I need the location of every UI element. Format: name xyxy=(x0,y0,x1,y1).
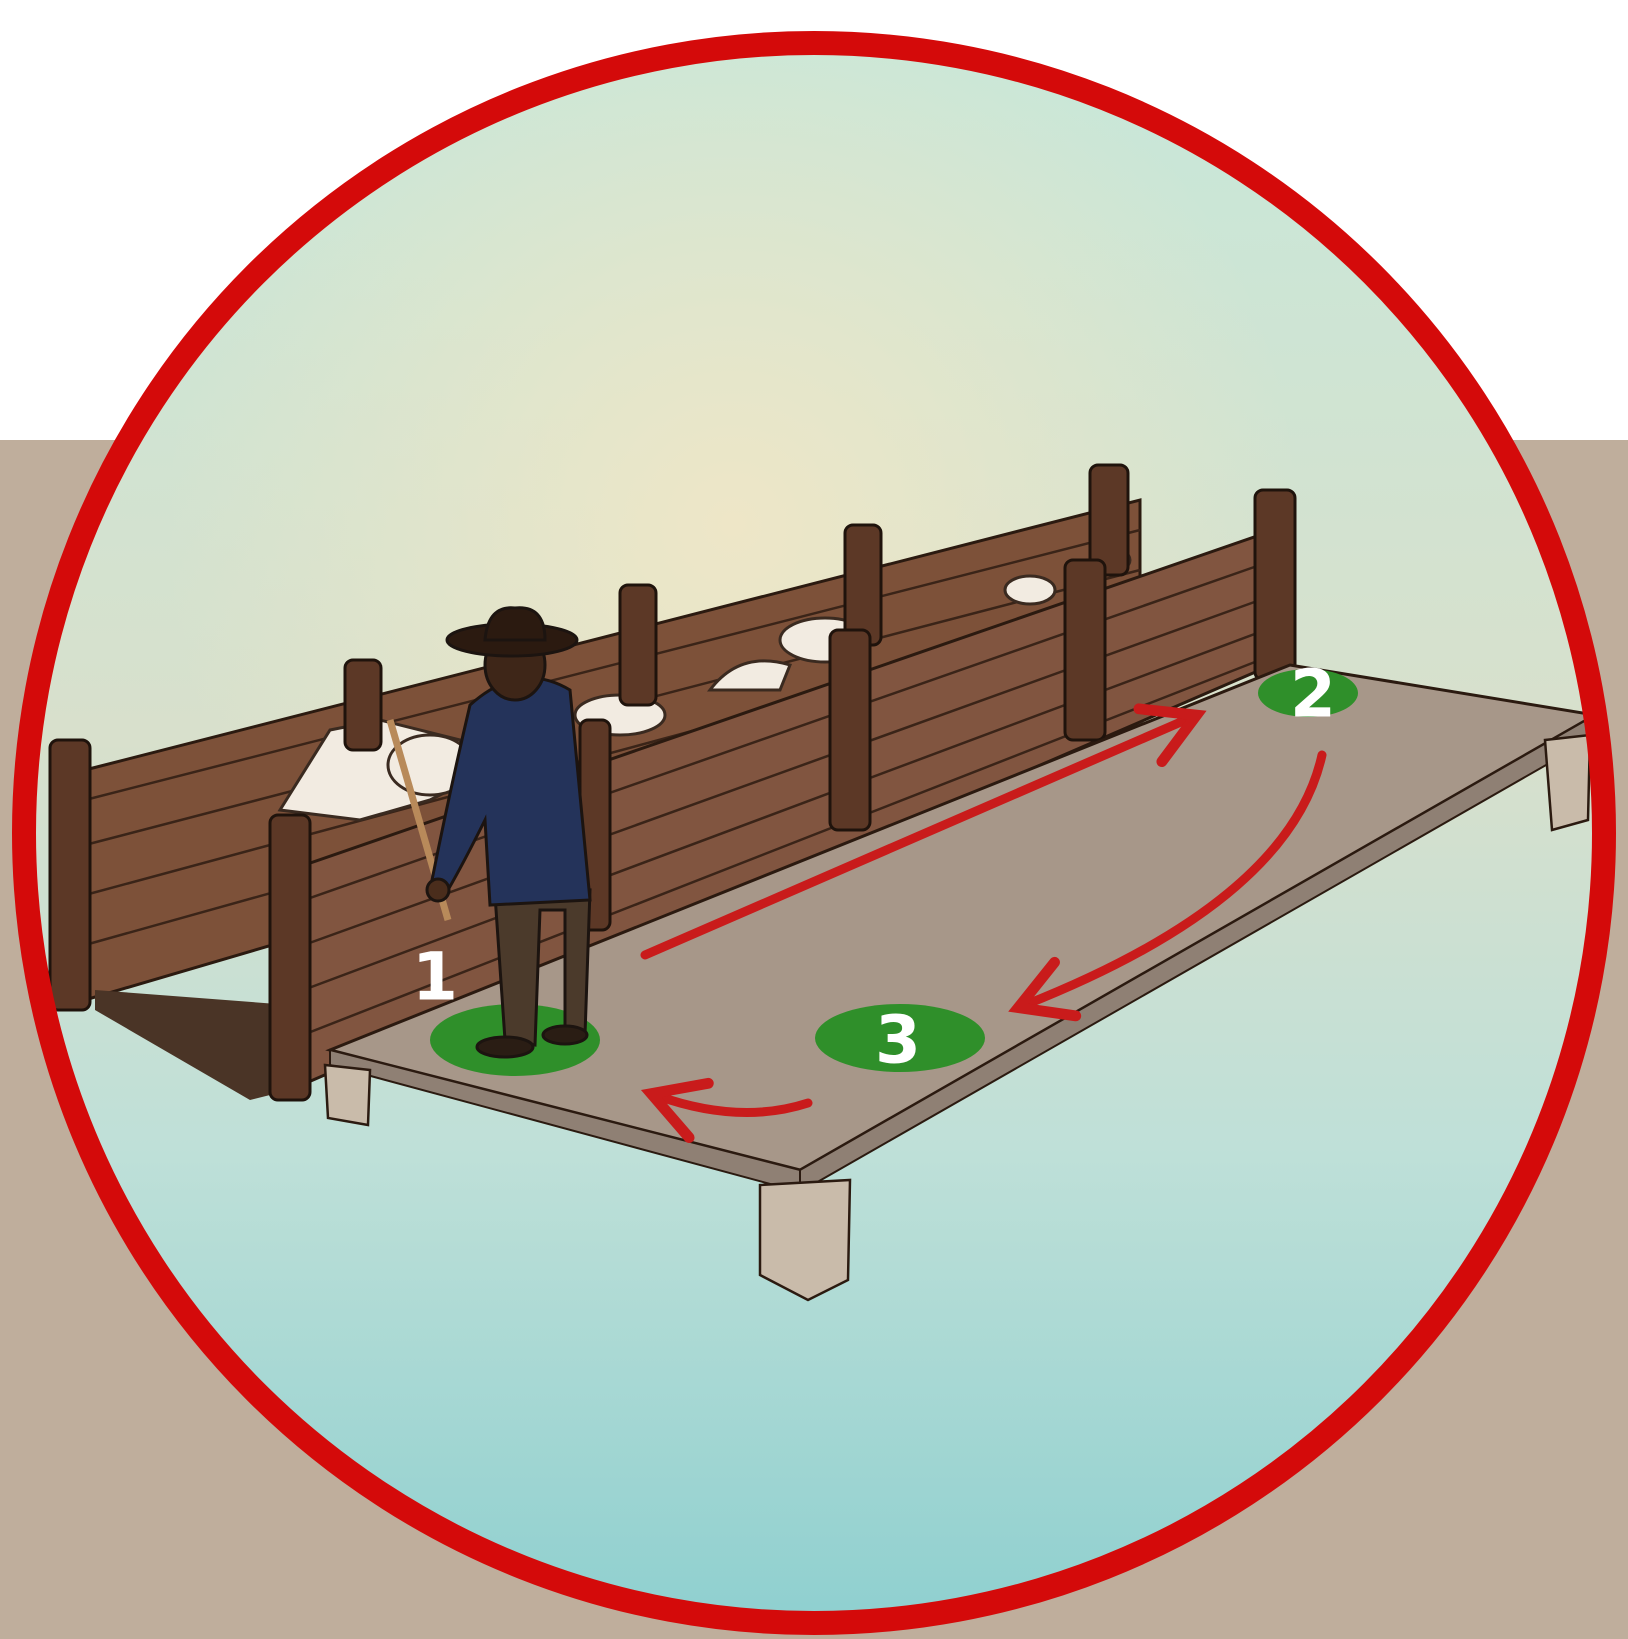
marker-3-label: 3 xyxy=(875,1002,921,1079)
marker-2-label: 2 xyxy=(1290,656,1336,733)
marker-1-label: 1 xyxy=(412,939,458,1016)
